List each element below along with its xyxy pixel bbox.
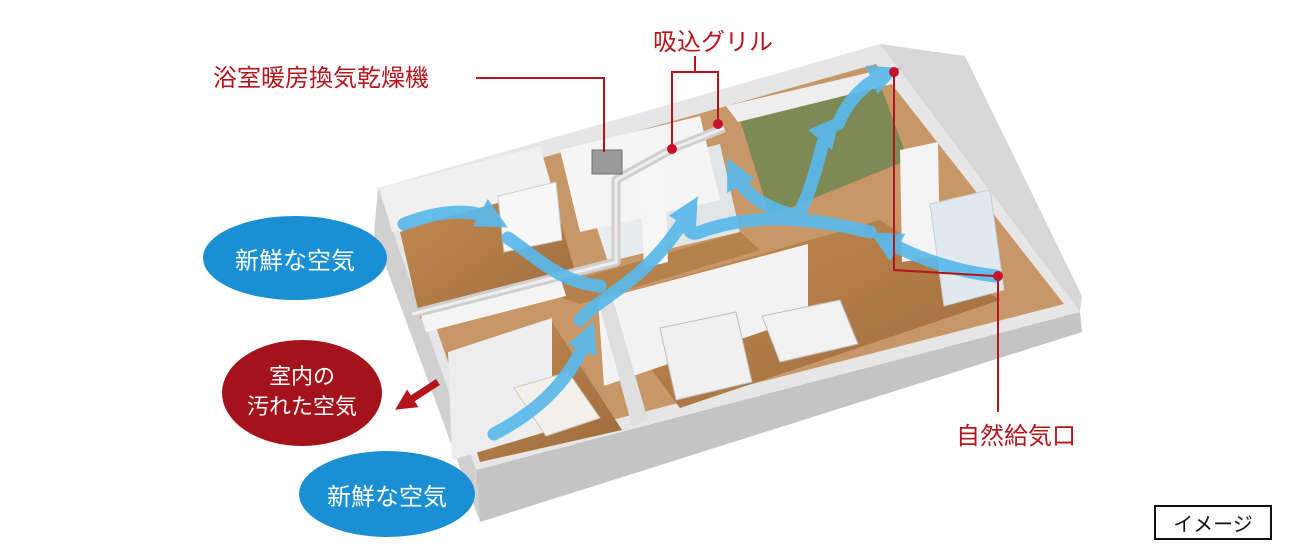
dot-intake-grille-2 — [713, 119, 723, 129]
dirty-air-line2: 汚れた空気 — [246, 395, 357, 420]
dot-intake-grille-1 — [667, 144, 677, 154]
duct-highlight — [411, 126, 725, 316]
wall-ldk-front — [598, 244, 808, 386]
flow-center-to-washroom — [681, 209, 877, 240]
wall-lower-room — [448, 318, 552, 460]
leader-bath-dryer — [476, 77, 605, 152]
flow-tatami-up — [831, 65, 901, 131]
flow-in-bottom-left — [487, 321, 597, 441]
wall-ldk-side — [598, 296, 648, 426]
wall-tatami-front — [900, 142, 940, 262]
leader-tatami-inlet — [893, 72, 995, 277]
bath-dryer-unit — [591, 149, 623, 175]
label-intake-grille: 吸込グリル — [653, 28, 773, 56]
marker-dots — [667, 67, 1003, 281]
exhaust-duct — [410, 123, 726, 319]
flow-to-bath-grille — [727, 158, 797, 221]
flow-corridor-up — [573, 196, 698, 327]
label-natural-inlet: 自然給気口 — [956, 422, 1076, 450]
label-bath-dryer: 浴室暖房換気乾燥機 — [213, 64, 429, 92]
kitchen-counter — [659, 311, 753, 401]
flow-center-to-tatami — [793, 116, 840, 219]
dining-table — [761, 299, 859, 363]
bed — [513, 371, 601, 437]
balcony-slab — [880, 44, 1082, 312]
wall-tatami-back — [726, 70, 892, 122]
dot-tatami-inlet — [889, 67, 899, 77]
bubble-fresh-air-bottom: 新鮮な空気 — [299, 451, 475, 537]
wall-left-rooms-divider — [420, 276, 566, 332]
flow-in-top-left — [397, 198, 508, 231]
flow-room-to-corridor — [501, 231, 607, 293]
dot-natural-inlet — [993, 271, 1003, 281]
dirty-air-line1: 室内の — [268, 365, 335, 391]
wall-upper-left-room — [380, 146, 552, 232]
bottom-wall — [476, 312, 1082, 522]
airflow-arrows — [397, 65, 1003, 441]
leader-lines — [476, 56, 999, 412]
image-note-box: イメージ — [1154, 505, 1272, 540]
dirty-air-arrow — [395, 379, 440, 410]
bubble-dirty-air: 室内の 汚れた空気 — [222, 340, 382, 446]
bubble-fresh-air-top: 新鮮な空気 — [203, 216, 387, 300]
